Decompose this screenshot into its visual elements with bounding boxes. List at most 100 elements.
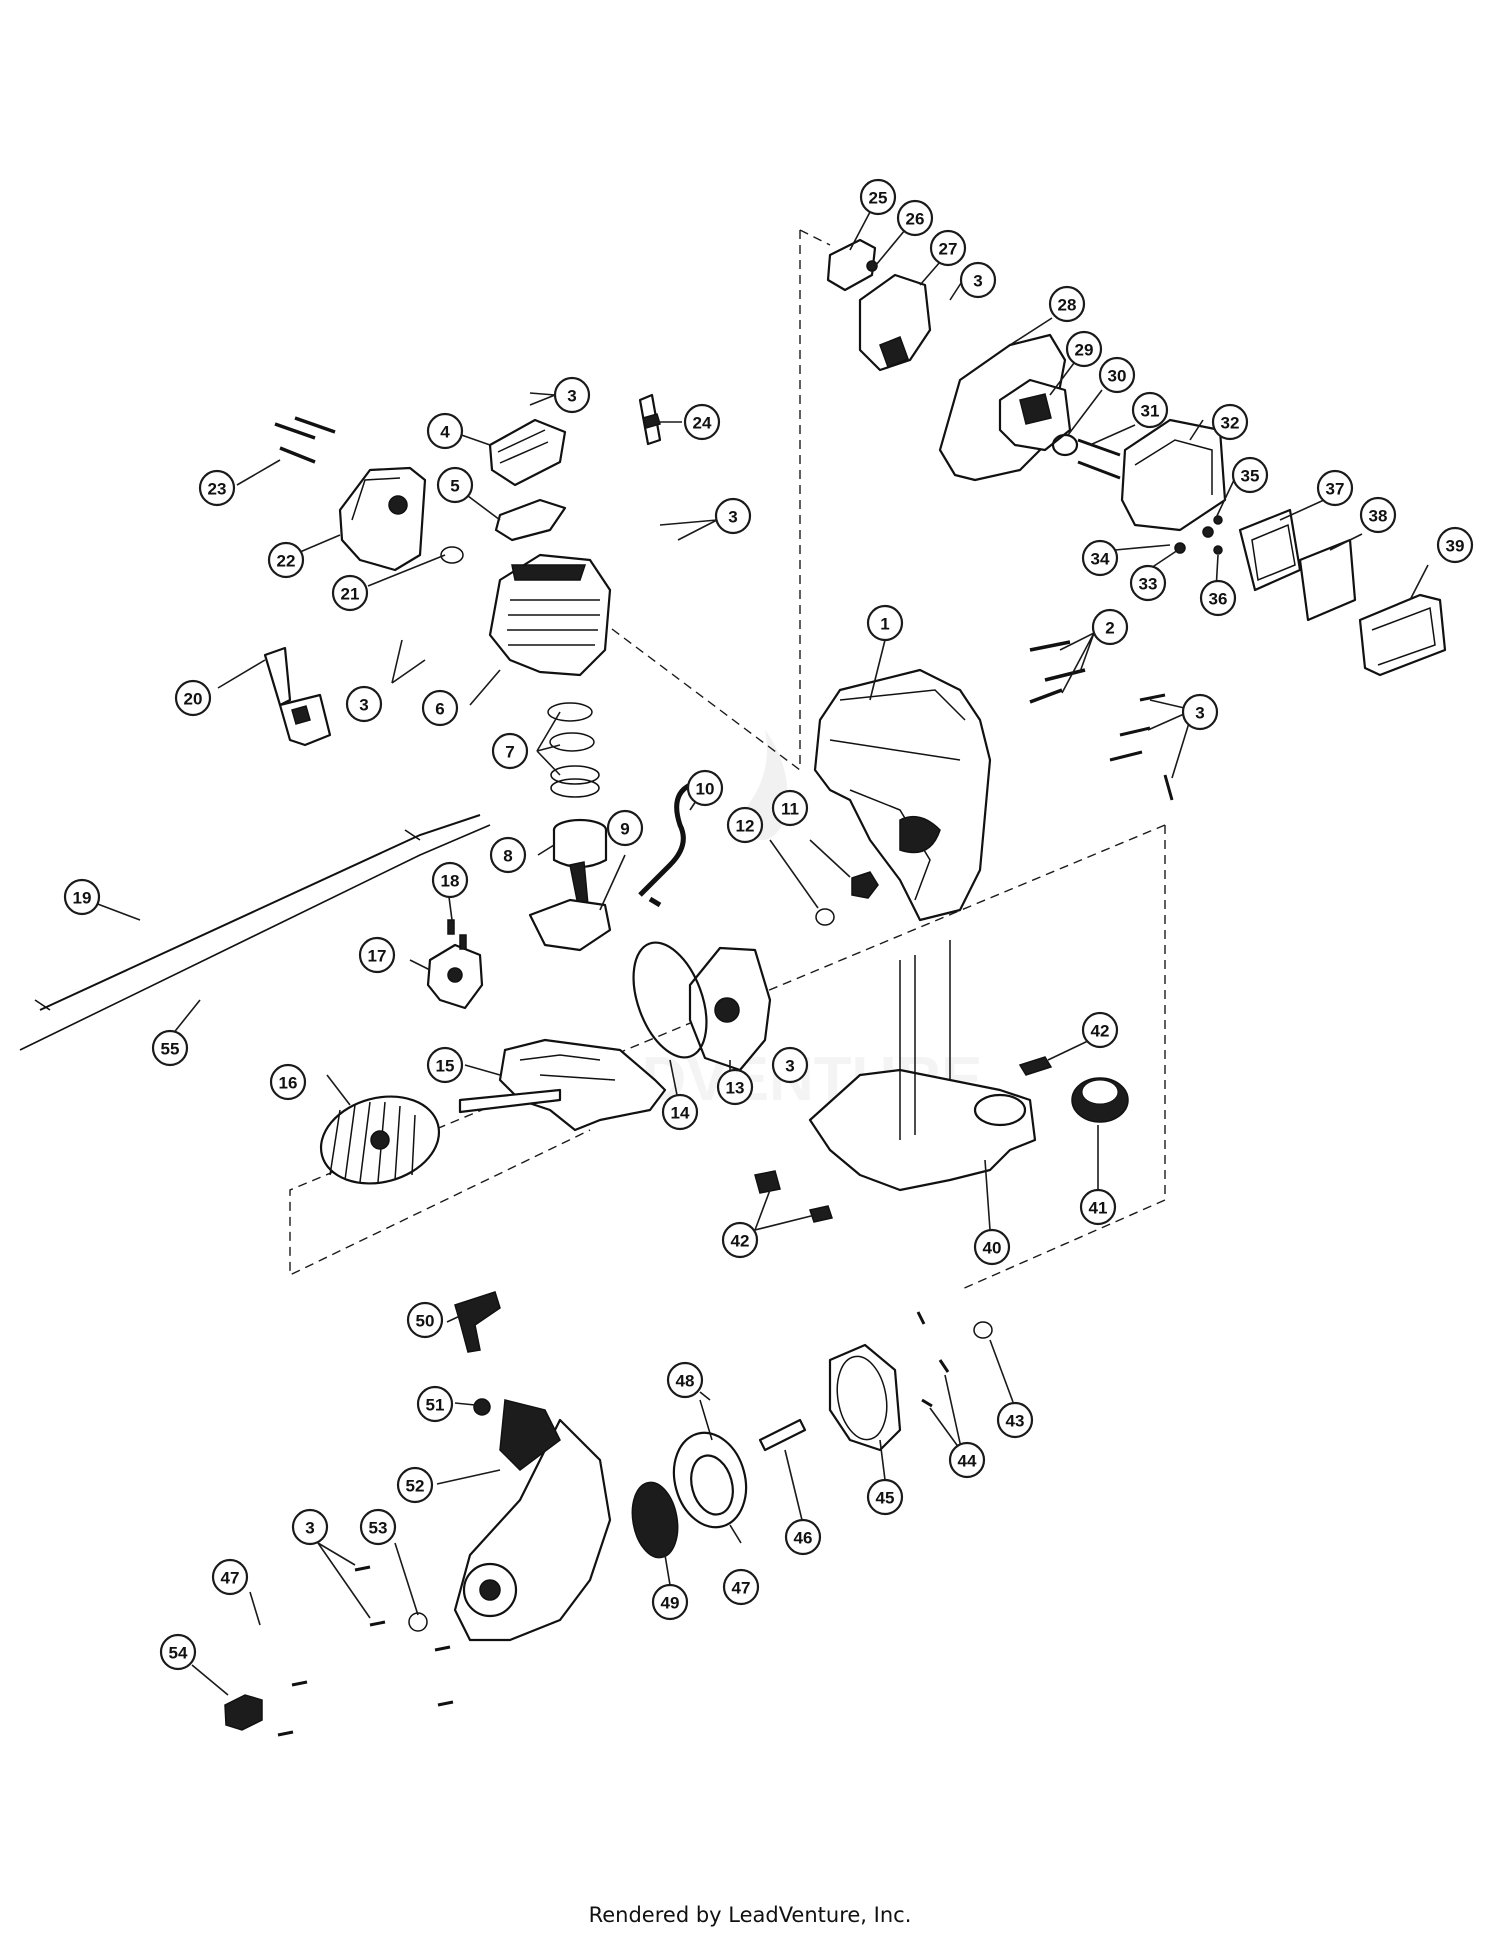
svg-text:8: 8	[503, 847, 512, 866]
callout-15: 15	[426, 1046, 464, 1084]
render-credit: Rendered by LeadVenture, Inc.	[588, 1903, 912, 1927]
filter-element	[1298, 538, 1357, 622]
callout-32: 32	[1211, 403, 1249, 441]
callout-21: 21	[331, 574, 369, 612]
callout-34: 34	[1081, 539, 1119, 577]
parts	[19, 238, 1447, 1737]
svg-text:14: 14	[671, 1104, 690, 1123]
handle-nut	[473, 1398, 491, 1416]
svg-text:32: 32	[1221, 414, 1240, 433]
svg-text:3: 3	[359, 696, 368, 715]
callout-16: 16	[269, 1063, 307, 1101]
callout-50: 50	[406, 1301, 444, 1339]
callout-54: 54	[159, 1633, 197, 1671]
svg-text:50: 50	[416, 1312, 435, 1331]
callout-7: 7	[491, 732, 529, 770]
svg-text:33: 33	[1139, 575, 1158, 594]
callout-55: 55	[151, 1029, 189, 1067]
svg-text:29: 29	[1075, 341, 1094, 360]
svg-text:52: 52	[406, 1477, 425, 1496]
svg-text:40: 40	[983, 1239, 1002, 1258]
svg-text:19: 19	[73, 889, 92, 908]
svg-text:1: 1	[880, 615, 889, 634]
muffler	[338, 466, 427, 572]
callout-19: 19	[63, 878, 101, 916]
fuel-cap	[1071, 1077, 1129, 1123]
svg-text:15: 15	[436, 1057, 455, 1076]
callout-49: 49	[651, 1583, 689, 1621]
callout-37: 37	[1316, 469, 1354, 507]
svg-text:18: 18	[441, 872, 460, 891]
o-ring-43	[973, 1321, 993, 1339]
svg-text:13: 13	[726, 1079, 745, 1098]
housing-screws	[277, 1565, 454, 1737]
cover-screws	[916, 1311, 950, 1408]
crankcase-cover	[688, 946, 772, 1072]
callout-12: 12	[726, 806, 764, 844]
callout-40: 40	[973, 1228, 1011, 1266]
starter-housing	[453, 1399, 612, 1642]
muffler-bolts	[274, 416, 336, 464]
callout-47: 47	[722, 1568, 760, 1606]
svg-text:37: 37	[1326, 480, 1345, 499]
ground-wire	[19, 824, 491, 1051]
svg-text:51: 51	[426, 1396, 445, 1415]
callout-28: 28	[1048, 285, 1086, 323]
svg-text:3: 3	[973, 272, 982, 291]
svg-text:39: 39	[1446, 537, 1465, 556]
svg-text:53: 53	[369, 1519, 388, 1538]
svg-text:16: 16	[279, 1074, 298, 1093]
svg-text:26: 26	[906, 210, 925, 229]
spring-cover	[828, 1343, 902, 1452]
filter-hardware	[1174, 515, 1223, 555]
o-ring-30	[1051, 433, 1079, 457]
callout-41: 41	[1079, 1188, 1117, 1226]
callout-39: 39	[1436, 526, 1474, 564]
svg-text:20: 20	[184, 690, 203, 709]
svg-text:45: 45	[876, 1489, 895, 1508]
nut	[866, 260, 878, 272]
callout-3: 3	[553, 376, 591, 414]
engine-shroud	[813, 668, 992, 922]
pulley-shaft	[758, 1418, 807, 1452]
throttle-cable	[39, 814, 481, 1011]
callout-3: 3	[959, 261, 997, 299]
shroud-bolts	[1029, 640, 1086, 704]
callout-2: 2	[1091, 608, 1129, 646]
callout-35: 35	[1231, 456, 1269, 494]
callout-3: 3	[1181, 693, 1219, 731]
callout-11: 11	[771, 789, 809, 827]
svg-text:28: 28	[1058, 296, 1077, 315]
svg-text:55: 55	[161, 1040, 180, 1059]
svg-text:10: 10	[696, 780, 715, 799]
svg-text:34: 34	[1091, 550, 1110, 569]
svg-text:46: 46	[794, 1529, 813, 1548]
fuel-tank	[808, 940, 1037, 1192]
svg-text:54: 54	[169, 1644, 188, 1663]
svg-text:47: 47	[221, 1569, 240, 1588]
svg-text:3: 3	[785, 1057, 794, 1076]
callout-33: 33	[1129, 564, 1167, 602]
o-ring-12	[815, 908, 835, 926]
svg-text:22: 22	[277, 552, 296, 571]
svg-text:23: 23	[208, 480, 227, 499]
svg-text:27: 27	[939, 240, 958, 259]
air-filter-base	[1120, 418, 1227, 532]
callout-27: 27	[929, 229, 967, 267]
svg-text:42: 42	[731, 1232, 750, 1251]
svg-text:35: 35	[1241, 467, 1260, 486]
callout-44: 44	[948, 1441, 986, 1479]
module-screws	[447, 919, 467, 950]
clutch-nut	[224, 1694, 263, 1731]
callout-9: 9	[606, 809, 644, 847]
svg-text:49: 49	[661, 1594, 680, 1613]
svg-text:7: 7	[505, 743, 514, 762]
callout-46: 46	[784, 1518, 822, 1556]
cylinder-cover	[488, 418, 567, 487]
callout-48: 48	[666, 1361, 704, 1399]
svg-text:30: 30	[1108, 367, 1127, 386]
callout-26: 26	[896, 199, 934, 237]
callout-23: 23	[198, 469, 236, 507]
svg-text:36: 36	[1209, 590, 1228, 609]
